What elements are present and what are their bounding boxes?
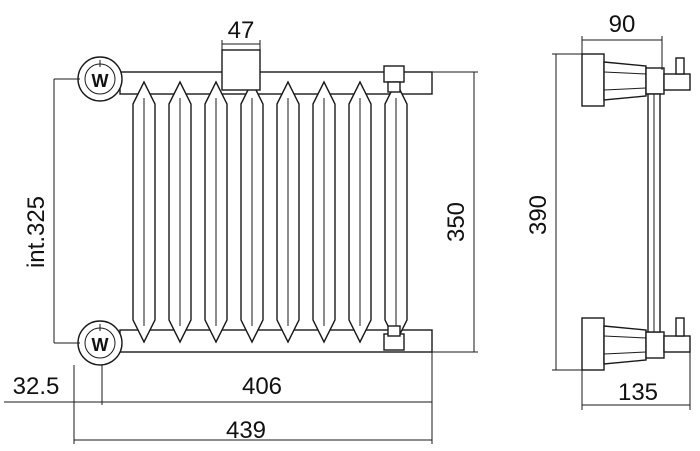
dim-439: 439	[74, 417, 432, 444]
side-wall-plate-bottom	[581, 317, 605, 371]
dim-350: 350	[432, 71, 478, 353]
dim-90-label: 90	[609, 11, 636, 38]
top-valve-label: W	[92, 71, 109, 91]
side-top-bracket	[603, 57, 691, 101]
front-view: W W 47 int.325 350	[4, 17, 478, 444]
dim-47-label: 47	[228, 17, 255, 44]
dim-439-label: 439	[226, 417, 266, 444]
side-bottom-bracket	[603, 317, 691, 365]
top-valve: W	[77, 56, 123, 102]
dim-90: 90	[581, 11, 663, 70]
dim-135-label: 135	[618, 379, 658, 406]
top-connection-block	[221, 49, 261, 91]
dim-350-label: 350	[443, 202, 470, 242]
side-wall-plate-top	[581, 53, 605, 107]
dim-32-5-label: 32.5	[13, 373, 60, 400]
dim-390-label: 390	[525, 195, 552, 235]
dim-135: 135	[581, 352, 691, 410]
radiator-sections	[132, 80, 408, 344]
dim-390: 390	[525, 53, 582, 371]
dim-47: 47	[221, 17, 261, 62]
dim-406: 406	[102, 373, 432, 403]
side-view: 90 390 135	[525, 11, 691, 410]
dim-int325: int.325	[23, 78, 80, 344]
right-bottom-fitting	[383, 325, 405, 351]
bottom-valve: W	[77, 320, 123, 366]
bottom-valve-label: W	[92, 335, 109, 355]
dim-int325-label: int.325	[23, 196, 50, 268]
right-top-fitting	[383, 65, 405, 93]
dim-406-label: 406	[242, 373, 282, 400]
dim-32-5: 32.5	[4, 373, 102, 403]
